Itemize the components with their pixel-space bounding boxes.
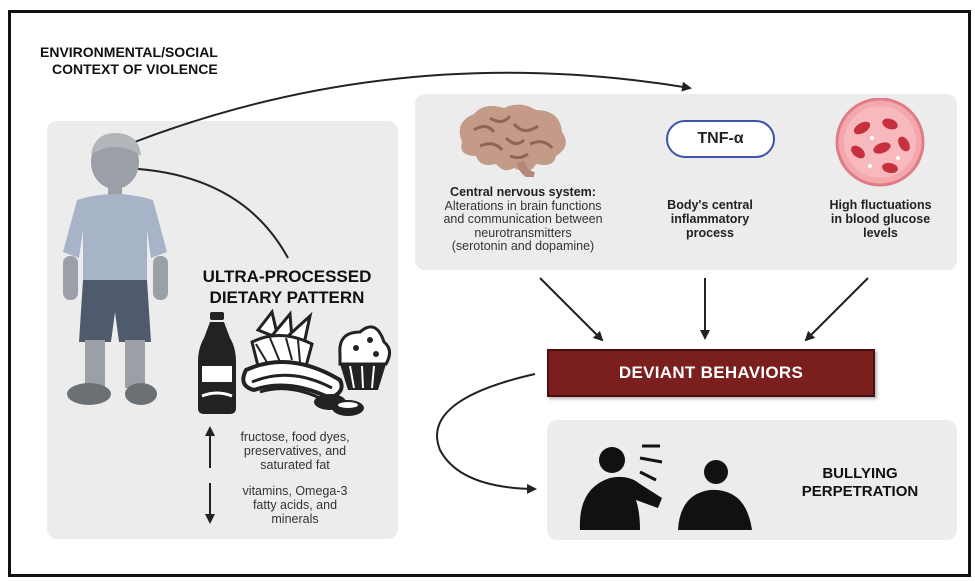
glucose-text: High fluctuations in blood glucose level…	[818, 198, 943, 240]
cns-line: and communication between	[443, 212, 603, 226]
increase-line: fructose, food dyes,	[240, 430, 350, 444]
cns-title: Central nervous system:	[450, 185, 596, 199]
child-shirt	[63, 194, 167, 282]
tnf-alpha-badge: TNF-α	[666, 120, 775, 158]
deviant-label: DEVIANT BEHAVIORS	[618, 363, 804, 382]
child-hair	[91, 132, 141, 156]
inflammation-line: process	[686, 226, 734, 240]
decrease-line: fatty acids, and	[252, 498, 338, 512]
context-title-line: CONTEXT OF VIOLENCE	[52, 61, 218, 77]
decrease-line: vitamins, Omega-3	[242, 484, 348, 498]
increase-line: saturated fat	[260, 458, 330, 472]
decrease-line: minerals	[271, 512, 319, 526]
tnf-label: TNF-α	[697, 130, 744, 147]
glucose-to-deviant-arrow	[804, 277, 869, 342]
glucose-line: in blood glucose	[830, 212, 931, 226]
fries-icon	[250, 308, 314, 368]
soda-bottle-icon	[198, 312, 236, 414]
child-shoe	[125, 383, 157, 405]
diet-title-line: ULTRA-PROCESSED	[202, 267, 372, 286]
context-title-line: ENVIRONMENTAL/SOCIAL	[40, 44, 218, 60]
context-title: ENVIRONMENTAL/SOCIAL CONTEXT OF VIOLENCE	[40, 44, 300, 78]
increase-line: preservatives, and	[243, 444, 347, 458]
increase-text: fructose, food dyes, preservatives, and …	[220, 430, 370, 472]
diet-title-line: DIETARY PATTERN	[209, 288, 365, 307]
decrease-text: vitamins, Omega-3 fatty acids, and miner…	[220, 484, 370, 526]
inflammation-text: Body's central inflammatory process	[660, 198, 760, 240]
bullying-text: BULLYING PERPETRATION	[795, 465, 925, 501]
cns-line: (serotonin and dopamine)	[451, 239, 595, 253]
brain-icon	[459, 104, 566, 177]
glucose-line: levels	[863, 226, 898, 240]
blood-cells-icon	[835, 98, 925, 187]
diet-to-child-arrow	[115, 163, 289, 259]
cns-to-deviant-arrow	[539, 277, 604, 342]
glucose-line: High fluctuations	[829, 198, 932, 212]
cns-text: Central nervous system: Alterations in b…	[418, 185, 628, 254]
inflammation-line: Body's central	[667, 198, 753, 212]
bullying-line: BULLYING	[822, 465, 898, 482]
child-shorts	[79, 280, 151, 342]
junk-food-icons	[198, 308, 391, 416]
cns-line: neurotransmitters	[474, 225, 572, 240]
cookies-icon	[314, 394, 364, 416]
deviant-to-bullying-arrow	[436, 373, 537, 494]
diet-title: ULTRA-PROCESSED DIETARY PATTERN	[172, 266, 402, 308]
bullying-icon	[579, 444, 752, 530]
cupcake-icon	[338, 325, 391, 390]
child-shoe	[67, 383, 111, 405]
deviant-behaviors-box: DEVIANT BEHAVIORS	[547, 349, 875, 397]
child-figure	[63, 132, 168, 405]
context-to-mechanisms-arrow	[131, 71, 692, 144]
inflammation-line: inflammatory	[670, 212, 750, 226]
bullying-line: PERPETRATION	[801, 483, 919, 500]
cns-line: Alterations in brain functions	[444, 198, 602, 213]
